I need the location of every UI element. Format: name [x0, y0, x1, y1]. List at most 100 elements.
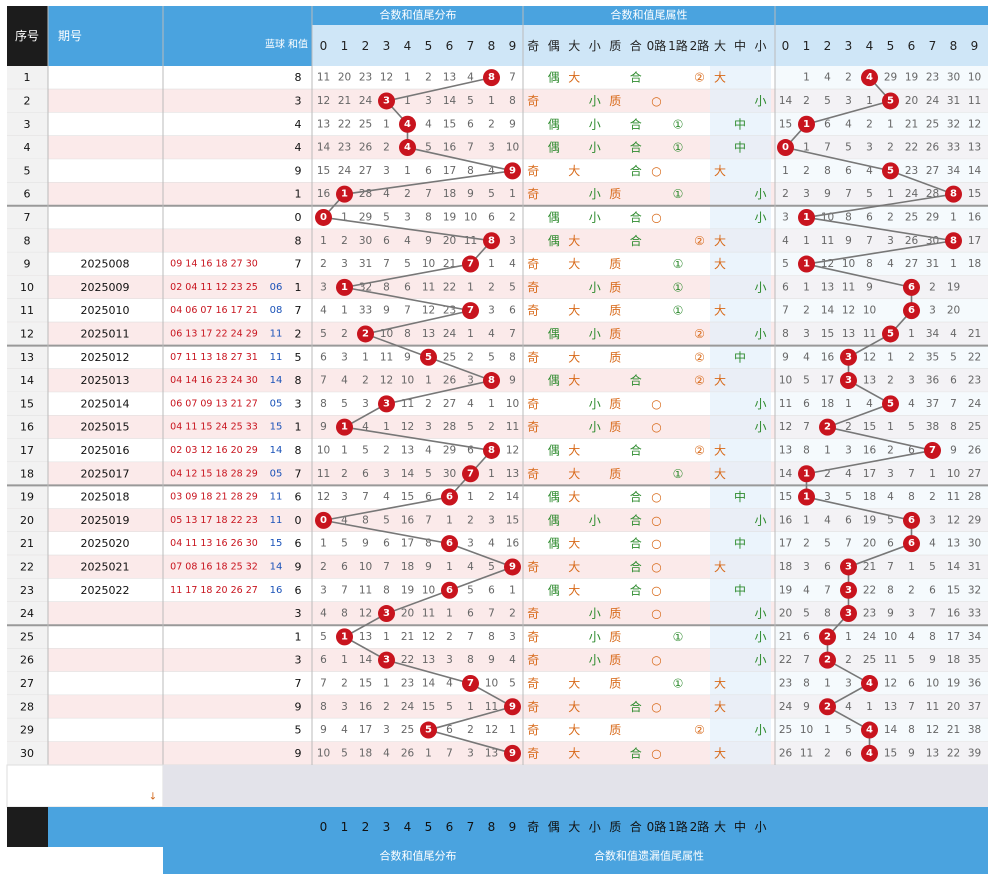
attr-cell: 偶: [548, 537, 560, 551]
miss-cell: 2: [929, 281, 936, 293]
attr-cell: 偶: [548, 374, 560, 388]
miss-cell: 16: [863, 444, 877, 456]
period-cell: 2025008: [81, 258, 130, 271]
dist-miss-cell: 12: [422, 305, 435, 317]
dist-miss-cell: 21: [401, 631, 414, 643]
miss-ball: [777, 139, 794, 157]
miss-cell: 37: [968, 701, 981, 713]
miss-zone-bg: [775, 322, 988, 346]
size-zone-bg: [710, 671, 771, 696]
dist-miss-cell: 3: [509, 631, 516, 643]
dist-ball-label: 3: [383, 398, 390, 409]
miss-cell: 12: [842, 305, 855, 317]
red-balls-cell: 09 14 16 18 27 30: [170, 259, 258, 270]
seq-cell-bg: [7, 508, 48, 532]
dist-miss-cell: 27: [443, 398, 456, 410]
miss-cell: 4: [929, 538, 936, 550]
size-zone-bg: [710, 508, 771, 532]
miss-cell: 1: [866, 701, 873, 713]
miss-cell: 21: [863, 561, 876, 573]
dist-ball-label: 7: [467, 305, 474, 316]
attr-cell: 大: [714, 304, 726, 318]
seq-cell: 25: [20, 630, 34, 643]
dist-miss-cell: 1: [404, 165, 411, 177]
size-zone-bg: [710, 648, 771, 672]
attr-cell: 小: [589, 607, 601, 621]
dist-miss-cell: 2: [383, 444, 390, 456]
dist-ball-label: 7: [467, 259, 474, 270]
dist-digit-header-3: 3: [383, 39, 391, 53]
dist-miss-cell: 13: [443, 72, 456, 84]
miss-cell: 1: [887, 351, 894, 363]
dist-ball-label: 3: [383, 608, 390, 619]
sum-cell: 8: [295, 444, 302, 457]
attr-cell: 中: [734, 140, 746, 155]
miss-ball: [798, 208, 815, 226]
attr-cell: 合: [630, 699, 642, 714]
dist-miss-cell: 2: [509, 608, 516, 620]
footer-attr-header: 小: [589, 820, 601, 834]
attr-cell: 偶: [548, 210, 560, 224]
miss-cell: 13: [842, 328, 855, 340]
blue-ball-cell: 11: [270, 352, 283, 363]
footer-attr-header: 奇: [527, 820, 539, 834]
miss-ball: [882, 325, 899, 343]
dist-miss-cell: 7: [425, 188, 432, 200]
miss-cell: 4: [845, 468, 852, 480]
attr-cell: 偶: [548, 583, 560, 597]
attr-cell: 小: [754, 630, 766, 644]
attr-cell: 小: [754, 513, 766, 527]
dist-miss-cell: 4: [320, 305, 327, 317]
attr-cell: ②: [694, 443, 705, 457]
dist-miss-cell: 1: [509, 724, 516, 736]
dist-miss-cell: 4: [341, 724, 348, 736]
miss-cell: 7: [824, 584, 831, 596]
seq-cell-bg: [7, 415, 48, 439]
miss-cell: 9: [866, 281, 873, 293]
attr-cell: 奇: [527, 257, 539, 271]
attr-cell: 奇: [527, 280, 539, 294]
dist-miss-cell: 12: [380, 375, 393, 387]
attr-cell: ①: [673, 630, 684, 644]
attr-cell: ○: [651, 560, 661, 574]
dist-miss-cell: 12: [506, 444, 519, 456]
dist-miss-cell: 1: [467, 491, 474, 503]
dist-miss-cell: 27: [359, 165, 372, 177]
footer-attr-header: 2路: [690, 819, 710, 834]
dist-miss-cell: 4: [467, 561, 474, 573]
sum-cell: 9: [295, 164, 302, 177]
sum-cell: 6: [295, 491, 302, 504]
miss-cell: 2: [824, 468, 831, 480]
dist-miss-cell: 1: [383, 677, 390, 689]
dist-miss-cell: 19: [443, 211, 456, 223]
attr-cell: 奇: [527, 164, 539, 178]
dist-ball-label: 0: [320, 515, 327, 526]
dist-miss-cell: 1: [320, 538, 327, 550]
dist-ball-label: 7: [467, 468, 474, 479]
miss-cell: 1: [950, 258, 957, 270]
miss-cell: 7: [908, 701, 915, 713]
dist-ball: [483, 372, 500, 390]
dist-ball: [504, 162, 521, 180]
dist-miss-cell: 11: [359, 584, 372, 596]
dist-miss-cell: 8: [383, 281, 390, 293]
dist-miss-cell: 14: [506, 491, 520, 503]
dist-miss-cell: 14: [401, 468, 415, 480]
miss-cell: 7: [866, 235, 873, 247]
miss-ball: [903, 278, 920, 296]
dist-miss-cell: 1: [383, 118, 390, 130]
size-zone-bg: [710, 718, 771, 742]
miss-cell: 4: [866, 165, 873, 177]
miss-cell: 9: [845, 235, 852, 247]
red-balls-cell: 06 07 09 13 21 27: [170, 398, 258, 409]
dist-ball: [399, 139, 416, 157]
attr-cell: 小: [754, 327, 766, 341]
dist-miss-cell: 14: [422, 677, 436, 689]
miss-cell: 7: [950, 398, 957, 410]
miss-ball: [861, 744, 878, 762]
miss-cell: 12: [968, 118, 981, 130]
dist-miss-cell: 8: [320, 398, 327, 410]
dist-miss-cell: 3: [383, 468, 390, 480]
miss-cell: 24: [863, 631, 877, 643]
dist-miss-cell: 4: [488, 165, 495, 177]
